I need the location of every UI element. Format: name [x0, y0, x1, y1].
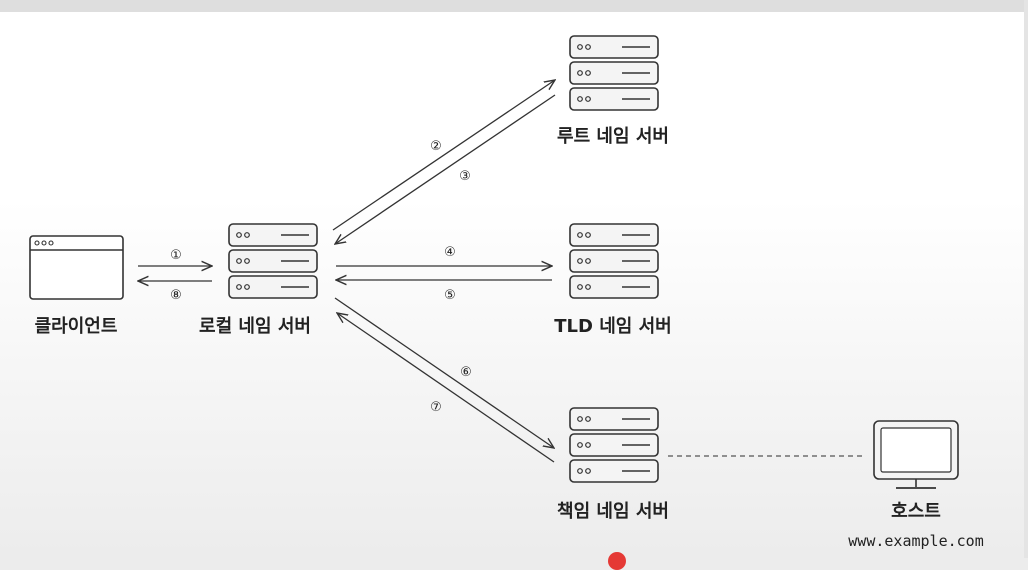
local-server-icon	[229, 224, 317, 298]
host-label: 호스트	[891, 501, 941, 522]
step-6: ⑥	[460, 365, 472, 380]
record-indicator-icon	[608, 552, 626, 570]
host-monitor-icon	[873, 420, 959, 489]
top-bar	[0, 0, 1028, 12]
diagram-frame	[0, 0, 1028, 558]
step-2: ②	[430, 139, 442, 154]
right-edge	[1024, 0, 1028, 558]
arrow-7	[337, 313, 555, 463]
client-window-icon	[29, 235, 124, 300]
step-7: ⑦	[430, 400, 442, 415]
step-4: ④	[444, 245, 456, 260]
arrow-3	[335, 94, 556, 244]
step-3: ③	[459, 169, 471, 184]
auth-server-label: 책임 네임 서버	[557, 501, 669, 522]
dns-diagram: ① ⑧ ② ③ ④ ⑤ ⑥ ⑦ 클라이언트 로컬 네임 서버 루트 네임 서버 …	[29, 0, 984, 550]
host-url-label: www.example.com	[848, 532, 983, 550]
root-server-icon	[570, 36, 658, 110]
auth-server-icon	[570, 408, 658, 482]
local-server-label: 로컬 네임 서버	[199, 315, 311, 337]
tld-server-label: TLD 네임 서버	[554, 316, 671, 337]
tld-server-icon	[570, 224, 658, 298]
step-1: ①	[170, 248, 182, 263]
step-5: ⑤	[444, 288, 456, 303]
arrow-6	[334, 297, 554, 448]
step-8: ⑧	[170, 288, 182, 303]
client-label: 클라이언트	[35, 316, 118, 337]
root-server-label: 루트 네임 서버	[557, 126, 669, 147]
arrow-2	[332, 80, 555, 231]
